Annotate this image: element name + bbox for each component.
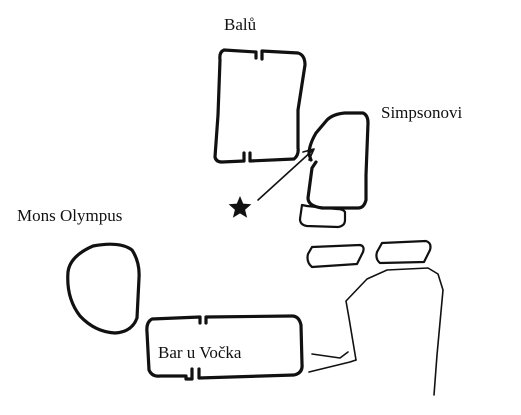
house-balu: [213, 48, 307, 164]
building-small-right: [375, 239, 432, 265]
street-outline-3: [311, 351, 349, 359]
street-outline: [308, 359, 357, 373]
label-simpsonovi: Simpsonovi: [381, 103, 463, 122]
star-icon: [228, 196, 252, 218]
label-mons-olympus: Mons Olympus: [17, 206, 123, 225]
house-mons-olympus: [66, 242, 141, 335]
building-small-left: [306, 243, 365, 269]
street-outline-2: [345, 267, 444, 396]
label-balu: Balů: [224, 15, 257, 34]
house-simpsonovi-annex: [298, 203, 347, 229]
house-bar-u-vocka: [145, 314, 304, 381]
label-bar-u-vocka: Bar u Vočka: [158, 343, 242, 362]
house-simpsonovi: [306, 111, 370, 210]
arrow-icon: [257, 148, 315, 201]
